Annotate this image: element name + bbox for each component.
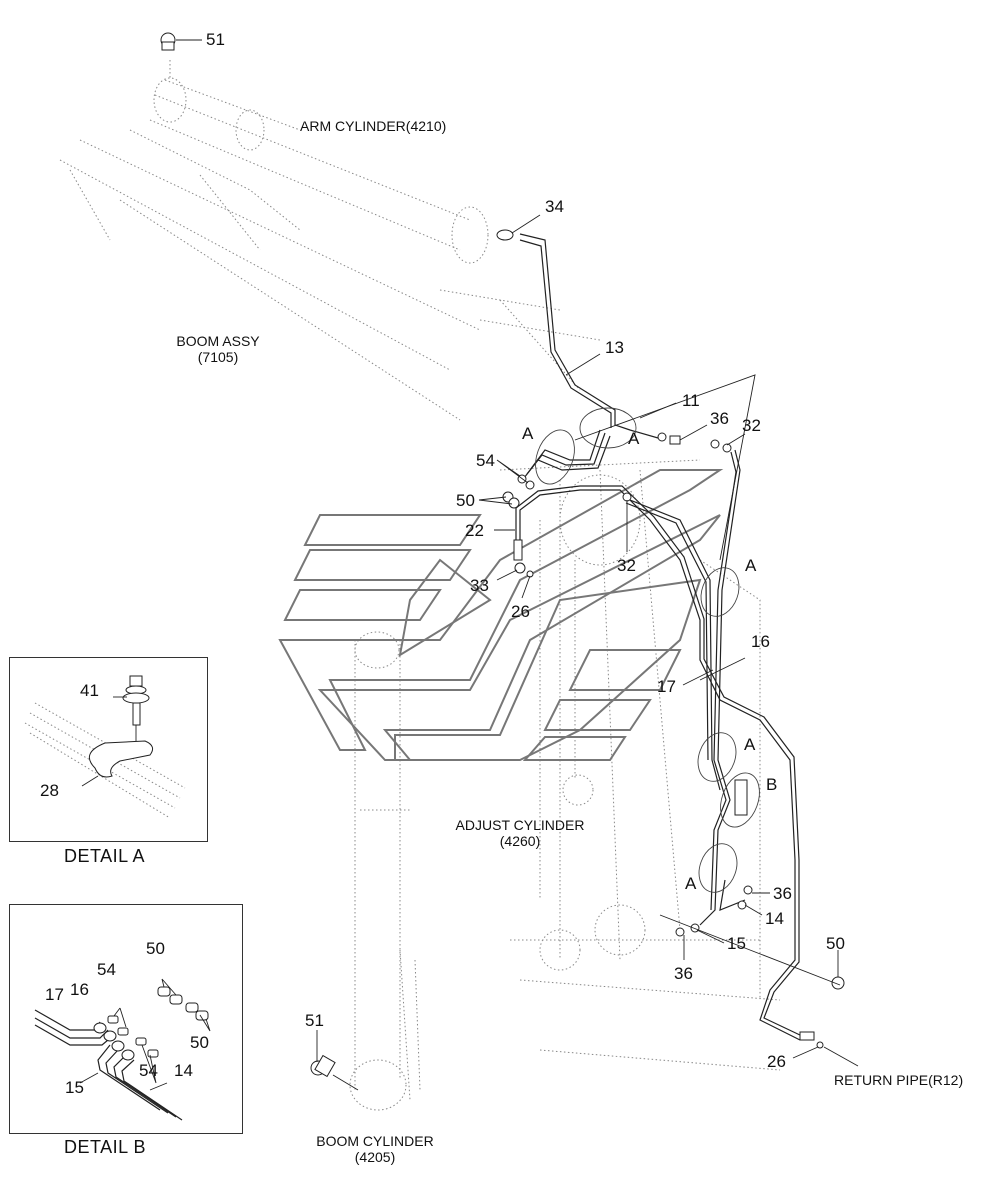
detail-b-callout-16: 16 (70, 980, 89, 999)
boom-cylinder-code: (4205) (354, 1149, 396, 1165)
callout-15: 15 (727, 934, 746, 953)
callout-54: 54 (476, 451, 495, 470)
detail-a-box: 41 28 (9, 657, 208, 842)
return-pipe-label: RETURN PIPE(R12) (834, 1072, 964, 1088)
clamp-icon (88, 740, 154, 778)
detail-b-box: 50 54 17 16 50 54 15 14 (9, 904, 243, 1134)
detail-a-callout-41: 41 (80, 681, 99, 700)
callout-22: 22 (465, 521, 484, 540)
callout-26-mid: 26 (511, 602, 530, 621)
callout-a-lower: A (685, 874, 697, 893)
adjust-cylinder-label: ADJUST CYLINDER (4260) (440, 817, 600, 849)
callout-14: 14 (765, 909, 784, 928)
detail-b-drawing (34, 978, 211, 1121)
leader-lines (176, 39, 859, 1091)
callout-b: B (766, 775, 778, 794)
boom-assy-label: BOOM ASSY (7105) (168, 333, 268, 365)
detail-b-callout-54-bottom: 54 (139, 1061, 158, 1080)
arm-cylinder-label: ARM CYLINDER(4210) (300, 118, 447, 134)
arm-cylinder-ghost (149, 60, 489, 264)
frame-ghost (499, 459, 781, 1071)
callout-33: 33 (470, 576, 489, 595)
callout-16: 16 (751, 632, 770, 651)
callout-a-left: A (522, 424, 534, 443)
callout-51-bottom: 51 (305, 1011, 324, 1030)
callout-11: 11 (682, 391, 700, 410)
boom-assy-ghost (59, 129, 601, 421)
boom-cylinder-label: BOOM CYLINDER (4205) (305, 1133, 445, 1165)
callout-51-top: 51 (206, 30, 225, 49)
bolt-head-icon (129, 675, 143, 687)
callout-26-bottom: 26 (767, 1052, 786, 1071)
callout-36-top: 36 (710, 409, 729, 428)
boom-assy-name: BOOM ASSY (176, 333, 260, 349)
callout-34: 34 (545, 197, 564, 216)
boom-cylinder-ghost (349, 520, 594, 1111)
callout-36-right: 36 (773, 884, 792, 903)
callout-a-center: A (628, 429, 640, 448)
callout-32-mid: 32 (617, 556, 636, 575)
detail-b-callout-14: 14 (174, 1061, 193, 1080)
detail-b-title: DETAIL B (64, 1137, 147, 1157)
detail-a-drawing (24, 675, 186, 819)
adjust-cylinder-code: (4260) (499, 833, 541, 849)
detail-b-callout-15: 15 (65, 1078, 84, 1097)
adjust-cylinder-name: ADJUST CYLINDER (455, 817, 585, 833)
callout-36-bottom: 36 (674, 964, 693, 983)
hydraulic-pipes (515, 233, 803, 1041)
fittings (160, 32, 845, 1078)
callout-50-right: 50 (826, 934, 845, 953)
callout-13: 13 (605, 338, 624, 357)
callout-32-top: 32 (742, 416, 761, 435)
callout-17: 17 (657, 677, 676, 696)
boom-cylinder-name: BOOM CYLINDER (316, 1133, 434, 1149)
detail-b-callout-50-bottom: 50 (190, 1033, 209, 1052)
guard-outline-shapes (278, 374, 756, 761)
detail-b-callout-50-top: 50 (146, 939, 165, 958)
detail-b-callout-17: 17 (45, 985, 64, 1004)
callout-50-left: 50 (456, 491, 475, 510)
detail-a-title: DETAIL A (64, 846, 146, 866)
clamp-detail-ovals (535, 407, 760, 893)
callout-a-upper-right: A (745, 556, 757, 575)
boom-assy-code: (7105) (197, 349, 239, 365)
detail-b-callout-54-top: 54 (97, 960, 116, 979)
detail-a-callout-28: 28 (40, 781, 59, 800)
callout-a-mid-right: A (744, 735, 756, 754)
